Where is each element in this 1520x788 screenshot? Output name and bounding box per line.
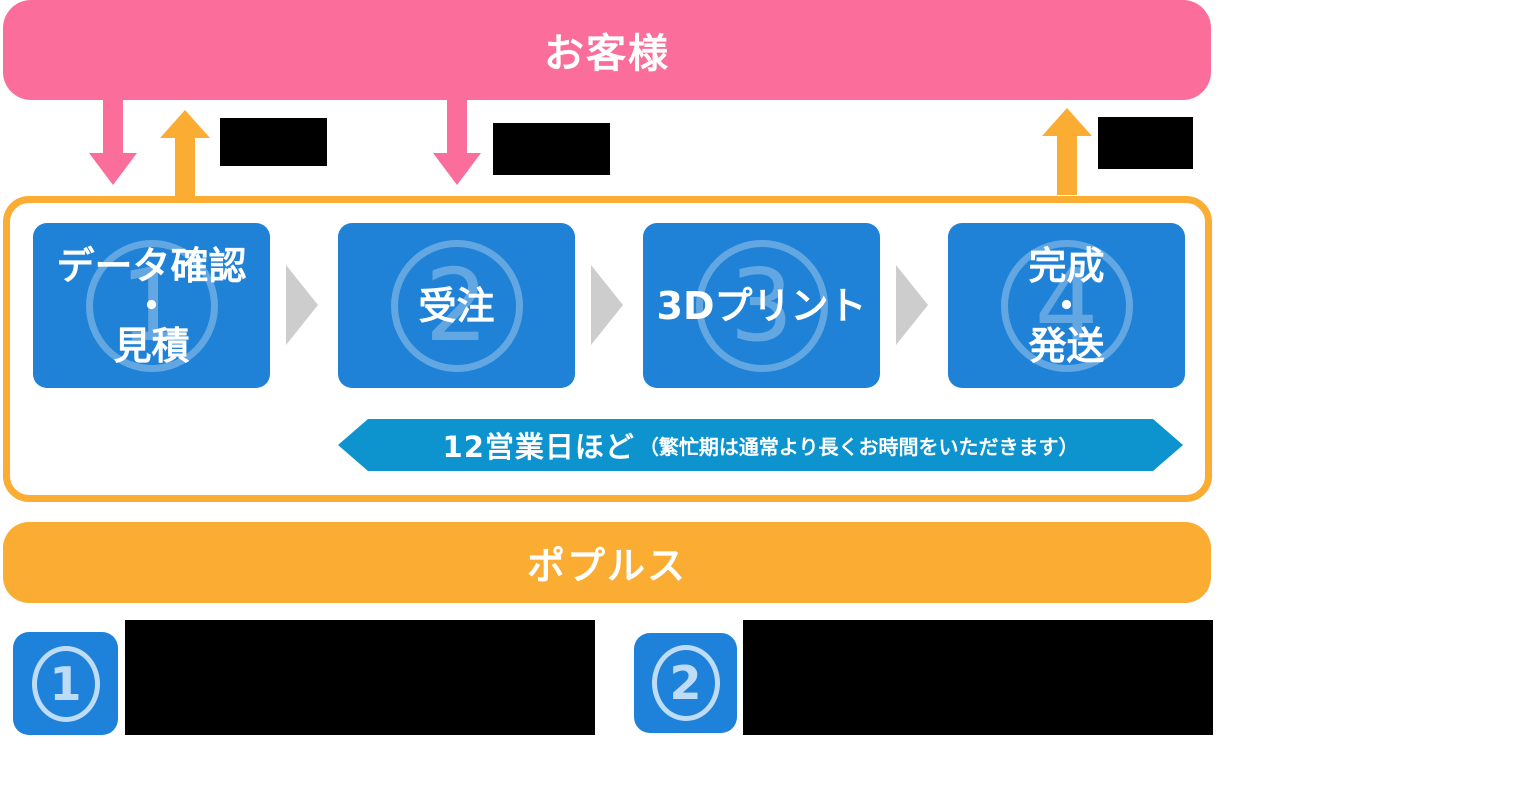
arrow-shaft [447,100,467,154]
step-label: データ確認 ・ 見積 [33,223,270,388]
circled-number-icon: 2 [651,645,720,721]
arrow-up-icon [160,110,210,197]
customer-label: お客様 [544,31,670,77]
step-box-3d-print: 3 3Dプリント [643,223,880,388]
step-label-line: 発送 [1028,323,1105,368]
step-box-ship: 4 完成 ・ 発送 [948,223,1185,388]
legend-number-badge: 2 [634,633,737,733]
circled-number-icon: 2 [390,239,523,372]
arrow-head [1042,108,1092,136]
arrow-down-icon [89,100,137,185]
step-label: 完成 ・ 発送 [948,223,1185,388]
circled-number-icon: 3 [695,239,828,372]
arrow-shaft [1057,136,1077,195]
step-box-data-check: 1 データ確認 ・ 見積 [33,223,270,388]
step-label-line: 受注 [418,283,495,328]
step-label-line: 3Dプリント [656,283,867,328]
duration-main-text: 12営業日ほど [442,430,635,464]
redacted-text-block [1098,117,1193,169]
arrow-shaft [175,138,195,197]
ghost-number-wrap: 4 [948,223,1185,388]
step-label: 受注 [338,223,575,388]
chevron-right-icon [591,265,623,345]
arrow-up-icon [1042,108,1092,195]
step-label-line: ・ [132,283,171,328]
arrow-down-icon [433,100,481,185]
step-label-line: データ確認 [56,243,247,288]
step-label-line: 見積 [113,323,190,368]
process-outline-box [3,196,1212,502]
chevron-right-icon [286,265,318,345]
step-label-line: 完成 [1028,243,1105,288]
ghost-number-wrap: 1 [33,223,270,388]
arrow-head [433,153,481,185]
legend-number-badge: 1 [13,632,118,735]
step-label-line: ・ [1047,283,1086,328]
circled-number-icon: 1 [85,239,218,372]
redacted-text-block [220,118,327,166]
duration-note-text: （繁忙期は通常より長くお時間をいただきます） [638,434,1079,459]
redacted-text-block [125,620,595,735]
step-label: 3Dプリント [643,223,880,388]
company-bar: ポプルス [3,522,1211,603]
ghost-number-wrap: 3 [643,223,880,388]
arrow-head [160,110,210,138]
circled-number-icon: 1 [31,645,100,722]
chevron-right-icon [896,265,928,345]
duration-ribbon: 12営業日ほど （繁忙期は通常より長くお時間をいただきます） [338,419,1183,471]
arrow-head [89,153,137,185]
step-box-order: 2 受注 [338,223,575,388]
redacted-text-block [743,620,1213,735]
redacted-text-block [493,123,610,175]
arrow-shaft [103,100,123,154]
customer-bar: お客様 [3,0,1211,100]
company-label: ポプルス [526,544,687,588]
circled-number-icon: 4 [1000,239,1133,372]
ghost-number-wrap: 2 [338,223,575,388]
